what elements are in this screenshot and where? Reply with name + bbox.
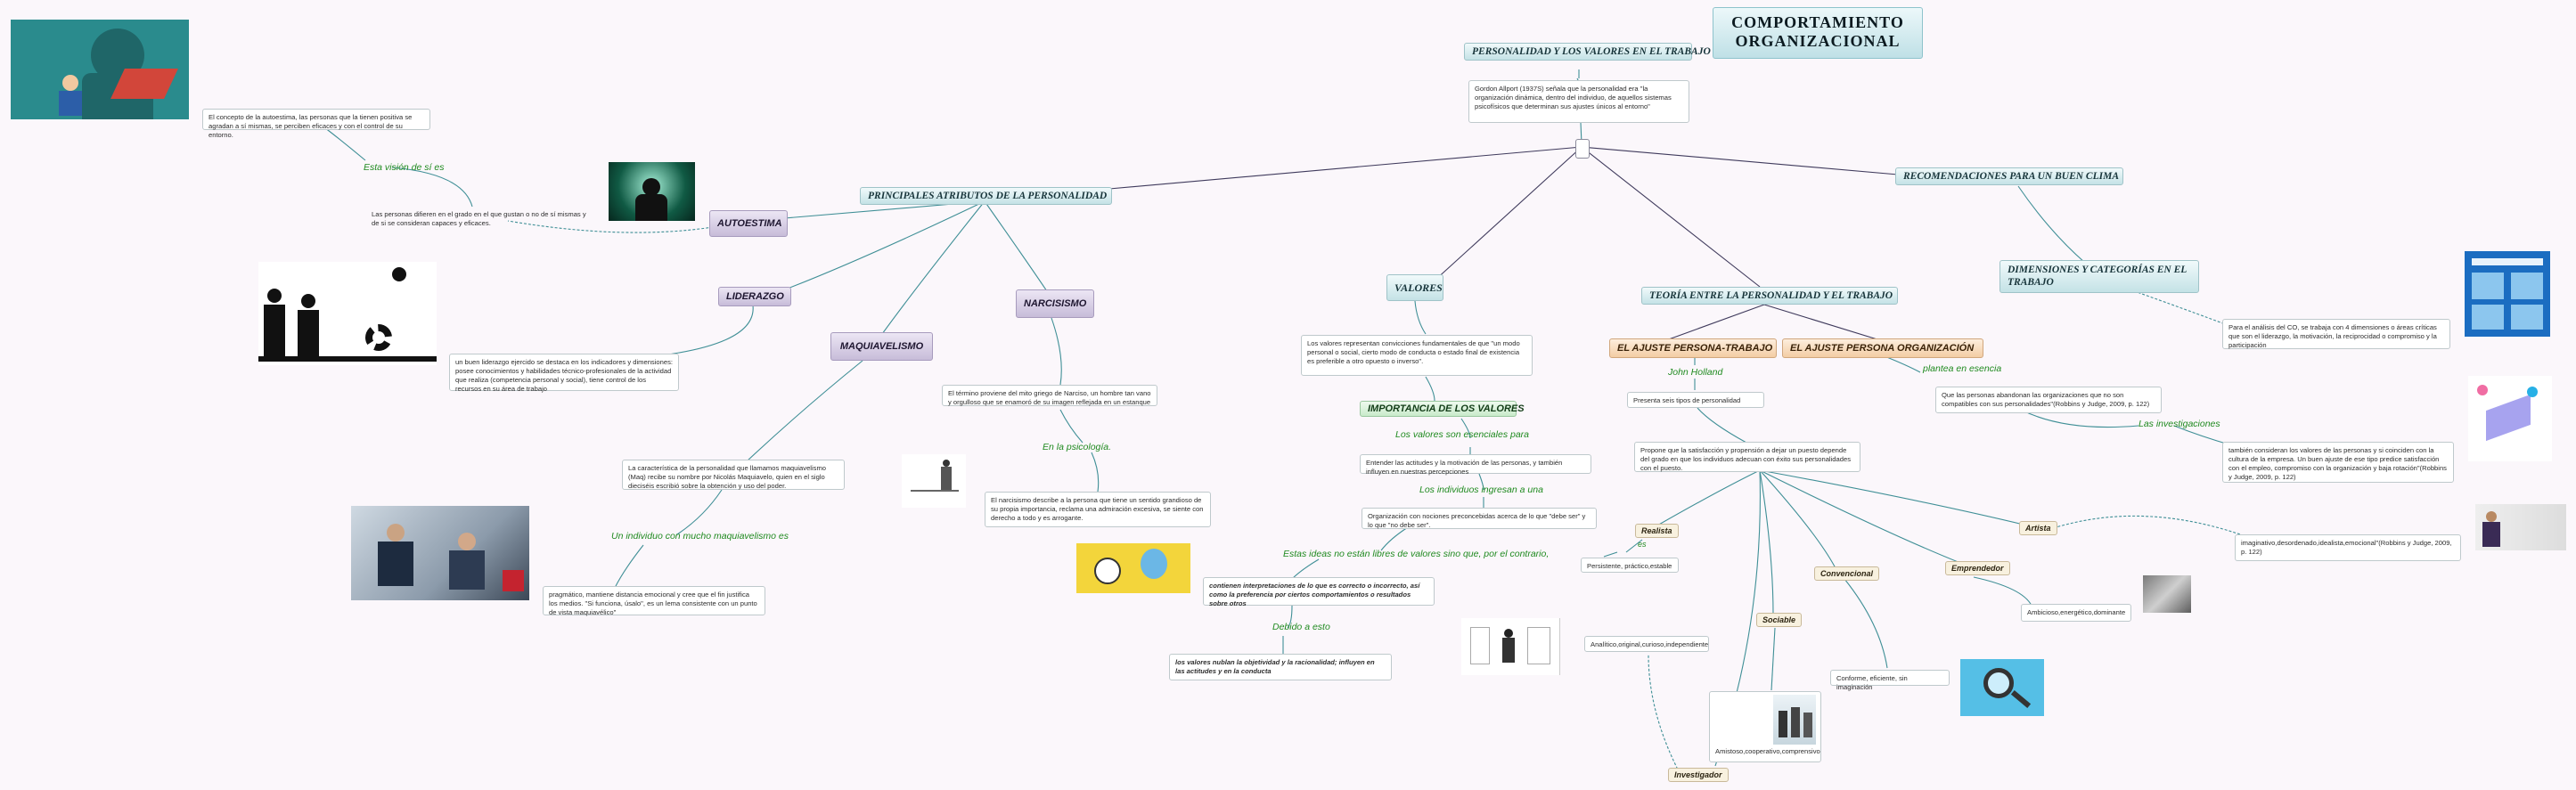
text-valores[interactable]: Los valores representan convicciones fun… [1301, 335, 1533, 376]
label-valores-edge-4: Debido a esto [1272, 622, 1330, 632]
text-liderazgo[interactable]: un buen liderazgo ejercido se destaca en… [449, 354, 679, 393]
type-convencional[interactable]: Convencional [1814, 566, 1880, 581]
infographic-thumbnail [2465, 251, 2550, 337]
label-valores-edge-2: Los individuos ingresan a una [1419, 485, 1543, 495]
text-maquiavelismo-1[interactable]: La característica de la personalidad que… [622, 460, 845, 490]
text-holland-desc[interactable]: Propone que la satisfacción y propensión… [1634, 442, 1860, 472]
text-emprendedor[interactable]: Ambicioso,energético,dominante [2021, 604, 2131, 622]
label-autoestima-edge: Esta visión de sí es [364, 162, 445, 173]
text-valores-1[interactable]: Entender las actitudes y la motivación d… [1360, 454, 1591, 476]
isometric-team-illustration [2468, 376, 2552, 461]
topic-importancia-valores[interactable]: IMPORTANCIA DE LOS VALORES [1360, 401, 1525, 417]
investigator-sketch-illustration [1461, 618, 1560, 675]
topic-ajuste-persona-trabajo[interactable]: EL AJUSTE PERSONA-TRABAJO [1609, 338, 1777, 358]
teamwork-gears-illustration [258, 262, 437, 365]
presenter-photo [2475, 504, 2566, 550]
magnifier-search-illustration [1960, 659, 2044, 716]
text-allport[interactable]: Gordon Allport (1937S) señala que la per… [1468, 80, 1689, 123]
handshake-photo [2143, 575, 2191, 613]
type-emprendedor[interactable]: Emprendedor [1945, 561, 2010, 575]
text-holland[interactable]: Presenta seis tipos de personalidad [1627, 392, 1764, 408]
text-valores-3[interactable]: contienen interpretaciones de lo que es … [1203, 577, 1435, 607]
topic-personalidad-valores[interactable]: PERSONALIDAD Y LOS VALORES EN EL TRABAJO [1464, 43, 1711, 61]
topic-dimensiones[interactable]: DIMENSIONES Y CATEGORÍAS EN EL TRABAJO [1999, 260, 2199, 293]
superhero-illustration [11, 20, 189, 119]
text-investigador[interactable]: Analítico,original,curioso,independiente [1584, 636, 1709, 652]
type-realista[interactable]: Realista [1635, 524, 1679, 538]
text-autoestima-1[interactable]: Las personas difieren en el grado en el … [372, 210, 586, 227]
text-invest[interactable]: también consideran los valores de las pe… [2222, 442, 2454, 483]
topic-maquiavelismo[interactable]: MAQUIAVELISMO [830, 332, 933, 361]
label-invest-edge: Las investigaciones [2138, 419, 2220, 429]
text-org[interactable]: Que las personas abandonan las organizac… [1935, 387, 2162, 413]
label-valores-edge-1: Los valores son esenciales para [1395, 429, 1530, 440]
ideas-lightbulb-illustration [1076, 543, 1190, 593]
text-artista[interactable]: imaginativo,desordenado,idealista,emocio… [2235, 534, 2461, 561]
people-climbing-illustration [902, 454, 966, 508]
topic-recomendaciones[interactable]: RECOMENDACIONES PARA UN BUEN CLIMA [1895, 167, 2123, 185]
type-sociable[interactable]: Sociable [1756, 613, 1803, 627]
topic-valores[interactable]: VALORES [1386, 274, 1443, 301]
text-narcisismo-2[interactable]: El narcisismo describe a la persona que … [985, 492, 1211, 527]
text-maquiavelismo-2[interactable]: pragmático, mantiene distancia emocional… [543, 586, 765, 616]
success-silhouette-illustration [609, 162, 695, 221]
business-meeting-photo [351, 506, 529, 600]
topic-ajuste-persona-organizacion[interactable]: EL AJUSTE PERSONA ORGANIZACIÓN [1782, 338, 1983, 358]
topic-narcisismo[interactable]: NARCISISMO [1016, 289, 1094, 318]
topic-liderazgo[interactable]: LIDERAZGO [718, 287, 791, 306]
topic-teoria[interactable]: TEORÍA ENTRE LA PERSONALIDAD Y EL TRABAJ… [1641, 287, 1898, 305]
team-group-photo [1773, 695, 1816, 745]
label-holland: John Holland [1668, 367, 1723, 378]
label-org-edge: plantea en esencia [1923, 363, 2002, 374]
text-dimensiones[interactable]: Para el análisis del CO, se trabaja con … [2222, 319, 2450, 349]
text-valores-2[interactable]: Organización con nociones preconcebidas … [1362, 508, 1597, 529]
map-title[interactable]: COMPORTAMIENTO ORGANIZACIONAL [1713, 7, 1923, 59]
text-convencional[interactable]: Conforme, eficiente, sin imaginación [1830, 670, 1950, 691]
type-artista[interactable]: Artista [2019, 521, 2057, 535]
text-narcisismo-1[interactable]: El término proviene del mito griego de N… [942, 385, 1157, 406]
text-valores-4[interactable]: los valores nublan la objetividad y la r… [1169, 654, 1392, 680]
label-narcisismo-edge: En la psicología. [1043, 442, 1112, 452]
type-investigador[interactable]: Investigador [1668, 768, 1729, 782]
text-autoestima-2[interactable]: El concepto de la autoestima, las person… [202, 109, 430, 139]
label-valores-edge-3: Estas ideas no están libres de valores s… [1283, 549, 1550, 559]
topic-atributos[interactable]: PRINCIPALES ATRIBUTOS DE LA PERSONALIDAD [860, 187, 1112, 205]
label-maquiavelismo-edge: Un individuo con mucho maquiavelismo es [611, 531, 789, 542]
label-realista-es: es [1638, 540, 1647, 549]
text-realista[interactable]: Persistente, práctico,estable [1581, 558, 1679, 573]
central-hub[interactable] [1575, 139, 1590, 159]
topic-autoestima[interactable]: AUTOESTIMA [709, 210, 788, 237]
